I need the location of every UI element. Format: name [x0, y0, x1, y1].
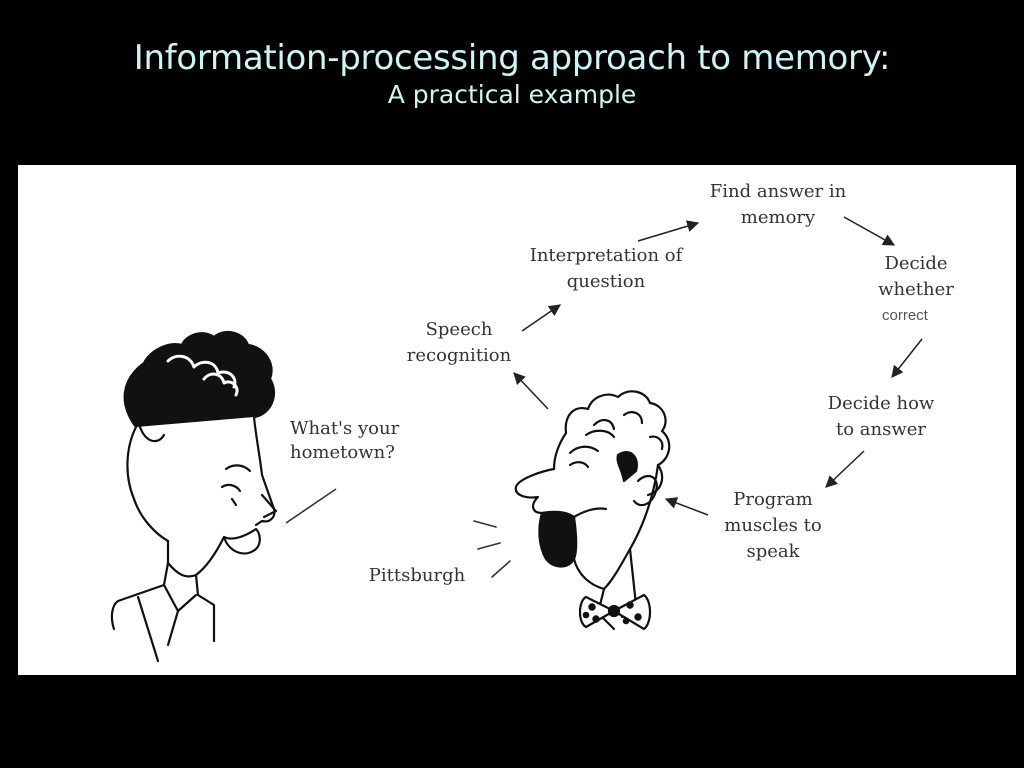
step-decide-whether-suffix: correct: [882, 307, 928, 324]
voice-lines: [473, 520, 511, 578]
step-program-muscles: Program muscles to speak: [724, 489, 822, 562]
step-decide-whether: Decide whether: [878, 253, 954, 300]
process-arrows: [513, 216, 923, 516]
step-decide-how: Decide how to answer: [827, 393, 935, 440]
title-block: Information-processing approach to memor…: [0, 36, 1024, 110]
question-pointer-line: [285, 488, 337, 524]
memory-diagram: What's your hometown? Speech recognition…: [18, 165, 1016, 675]
slide-subtitle: A practical example: [387, 80, 637, 109]
answerer-figure: [514, 390, 671, 631]
step-find-answer: Find answer in memory: [709, 181, 847, 228]
slide-title: Information-processing approach to memor…: [133, 38, 891, 78]
question-text: What's your hometown?: [290, 418, 400, 463]
answer-text: Pittsburgh: [368, 565, 466, 586]
step-speech-recognition: Speech recognition: [406, 319, 512, 366]
questioner-figure: [110, 330, 278, 663]
diagram-drawing: [110, 216, 923, 663]
step-interpretation: Interpretation of question: [529, 245, 683, 292]
